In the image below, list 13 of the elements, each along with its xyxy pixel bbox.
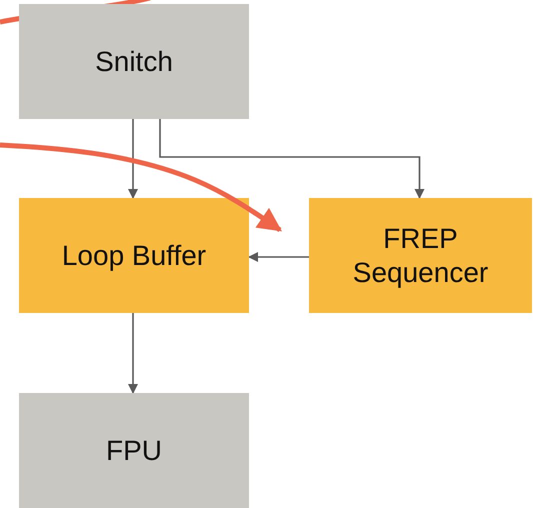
curved-arrow [0, 142, 282, 232]
processor-box [19, 4, 249, 119]
node-label: FPU [106, 434, 162, 468]
buffer-box [19, 198, 249, 313]
unit-box [19, 393, 249, 508]
arrow [128, 313, 138, 394]
arrow [128, 119, 138, 199]
node-label: FREP Sequencer [352, 222, 490, 290]
arrow [248, 252, 309, 262]
sequencer-box [309, 198, 532, 313]
arrow [159, 119, 424, 199]
node-label: Loop Buffer [62, 238, 206, 272]
node-label: Snitch [95, 44, 173, 78]
